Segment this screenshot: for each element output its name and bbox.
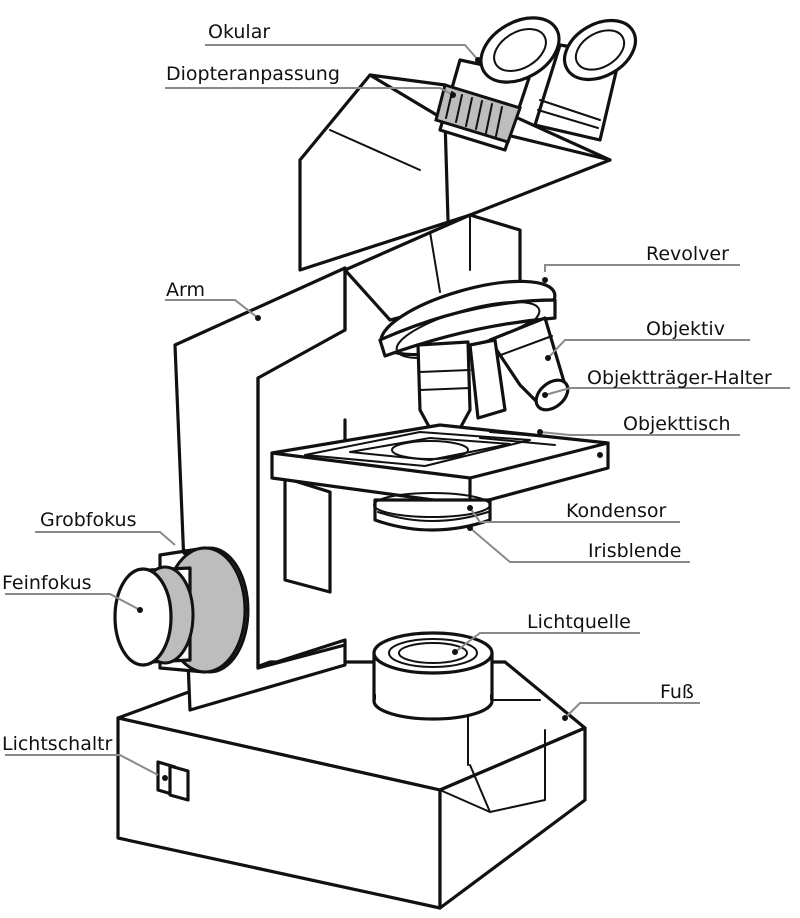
light-source — [372, 631, 494, 721]
label-lichtquelle: Lichtquelle — [527, 611, 631, 633]
label-objekttisch: Objekttisch — [623, 413, 731, 435]
label-objekttraeger-halter: Objektträger-Halter — [587, 367, 772, 389]
label-grobfokus: Grobfokus — [40, 509, 136, 531]
eyepieces — [434, 16, 637, 152]
label-revolver: Revolver — [646, 243, 729, 265]
label-lichtschalter: Lichtschaltr — [2, 733, 113, 755]
label-objektiv: Objektiv — [646, 318, 725, 340]
label-irisblende: Irisblende — [588, 540, 681, 562]
label-fuss: Fuß — [660, 681, 694, 703]
focus-knobs — [113, 546, 250, 674]
label-feinfokus: Feinfokus — [2, 572, 92, 594]
label-kondensor: Kondensor — [566, 500, 666, 522]
light-switch — [156, 760, 190, 802]
revolver — [378, 279, 557, 360]
labels: Okular Diopteranpassung Revolver Arm Obj… — [2, 21, 772, 755]
leader-lines — [5, 44, 790, 776]
label-okular: Okular — [208, 21, 270, 43]
label-diopteranpassung: Diopteranpassung — [166, 63, 340, 85]
label-dots — [137, 57, 603, 781]
condenser — [373, 492, 492, 532]
stage — [270, 423, 610, 507]
label-arm: Arm — [166, 279, 205, 301]
